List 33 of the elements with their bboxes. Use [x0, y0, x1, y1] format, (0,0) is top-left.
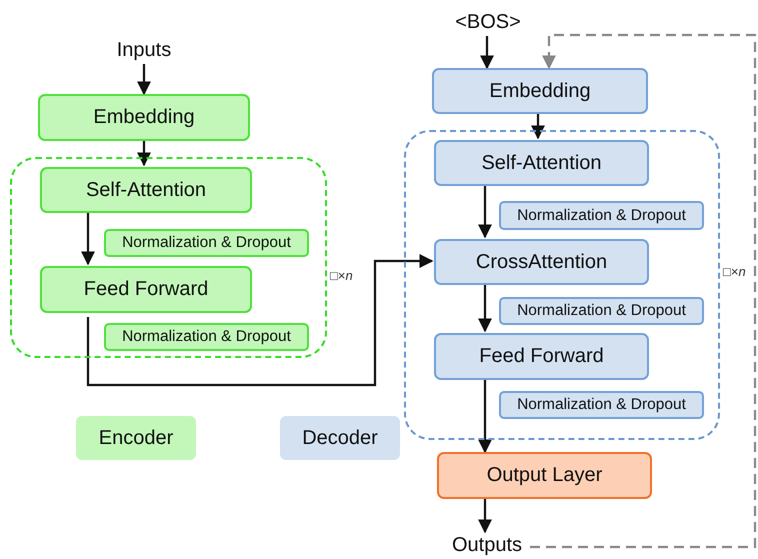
- feed-forward-box: Feed Forward: [434, 333, 649, 380]
- attention-box: Self-Attention: [434, 140, 649, 186]
- arrow: [531, 114, 545, 140]
- arrow: [86, 254, 434, 386]
- arrow: [478, 184, 492, 238]
- feedback-arrow: [530, 34, 756, 548]
- arrow: [478, 283, 492, 332]
- normalization-box: Normalization & Dropout: [104, 229, 309, 257]
- arrow: [478, 499, 492, 534]
- input-label: Inputs: [116, 38, 172, 62]
- start-token-label: <BOS>: [455, 10, 521, 34]
- normalization-box: Normalization & Dropout: [499, 391, 704, 419]
- arrow: [137, 141, 151, 166]
- embedding-box: Embedding: [38, 94, 250, 141]
- decoder-stack-group: [404, 130, 720, 440]
- arrow: [81, 211, 95, 266]
- cross-attention-box: CrossAttention: [434, 239, 649, 285]
- attention-box: Self-Attention: [40, 167, 252, 213]
- arrow: [137, 64, 151, 96]
- normalization-box: Normalization & Dropout: [499, 297, 704, 325]
- arrow: [478, 378, 492, 454]
- legend-label: Encoder: [98, 426, 174, 450]
- embedding-box: Embedding: [432, 68, 648, 114]
- repeat-count-label: □×n: [330, 268, 353, 283]
- encoder-stack-group: [10, 157, 327, 358]
- legend-label: Decoder: [302, 426, 378, 450]
- feed-forward-box: Feed Forward: [40, 266, 252, 313]
- output-label: Outputs: [452, 534, 522, 556]
- normalization-box: Normalization & Dropout: [499, 201, 704, 230]
- output-layer-box: Output Layer: [437, 452, 652, 499]
- repeat-count-label: □×n: [723, 264, 746, 279]
- normalization-box: Normalization & Dropout: [104, 323, 309, 351]
- arrow: [480, 36, 494, 70]
